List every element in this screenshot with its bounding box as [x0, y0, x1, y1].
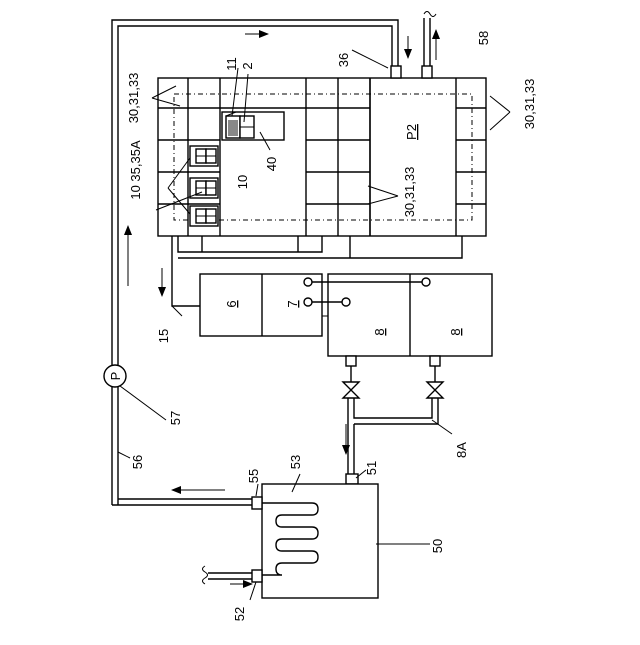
connector-55: [252, 497, 262, 509]
label-8A: 8A: [454, 442, 469, 458]
label-50: 50: [430, 539, 445, 553]
label-p2: P2: [404, 124, 419, 140]
label-15: 15: [156, 329, 171, 343]
tank-50: [252, 484, 378, 598]
label-30-mid: 30,31,33: [402, 167, 417, 218]
label-7: 7: [285, 300, 300, 307]
label-6: 6: [224, 300, 239, 307]
tank-8: [304, 274, 492, 356]
valve-piping-8A: [343, 356, 443, 474]
charger-unit: [190, 206, 218, 226]
label-11: 11: [224, 57, 239, 71]
label-36: 36: [336, 53, 351, 67]
label-30-left: 30,31,33: [126, 73, 141, 124]
label-10: 10: [235, 175, 250, 189]
label-56: 56: [130, 455, 145, 469]
inlet-pipe-52: [203, 566, 253, 584]
label-30-right: 30,31,33: [522, 79, 537, 130]
label-51: 51: [364, 461, 379, 475]
label-52: 52: [232, 607, 247, 621]
label-8b: 8: [448, 328, 463, 335]
charger-units-35: [190, 146, 218, 226]
pipe-58: [424, 12, 436, 67]
connector-52: [252, 570, 262, 582]
label-58: 58: [476, 31, 491, 45]
label-55: 55: [246, 469, 261, 483]
label-8a: 8: [372, 328, 387, 335]
label-pump-p: P: [108, 372, 123, 381]
label-57: 57: [168, 411, 183, 425]
connector-58: [422, 66, 432, 78]
label-10-35: 10 35,35A: [128, 140, 143, 200]
label-53: 53: [288, 455, 303, 469]
connector-51: [346, 474, 358, 484]
label-40: 40: [264, 157, 279, 171]
label-2: 2: [240, 62, 255, 69]
work-station-40: [222, 112, 284, 140]
charger-unit: [190, 146, 218, 166]
connector-36: [391, 66, 401, 78]
battery-cells-11: [228, 120, 238, 136]
